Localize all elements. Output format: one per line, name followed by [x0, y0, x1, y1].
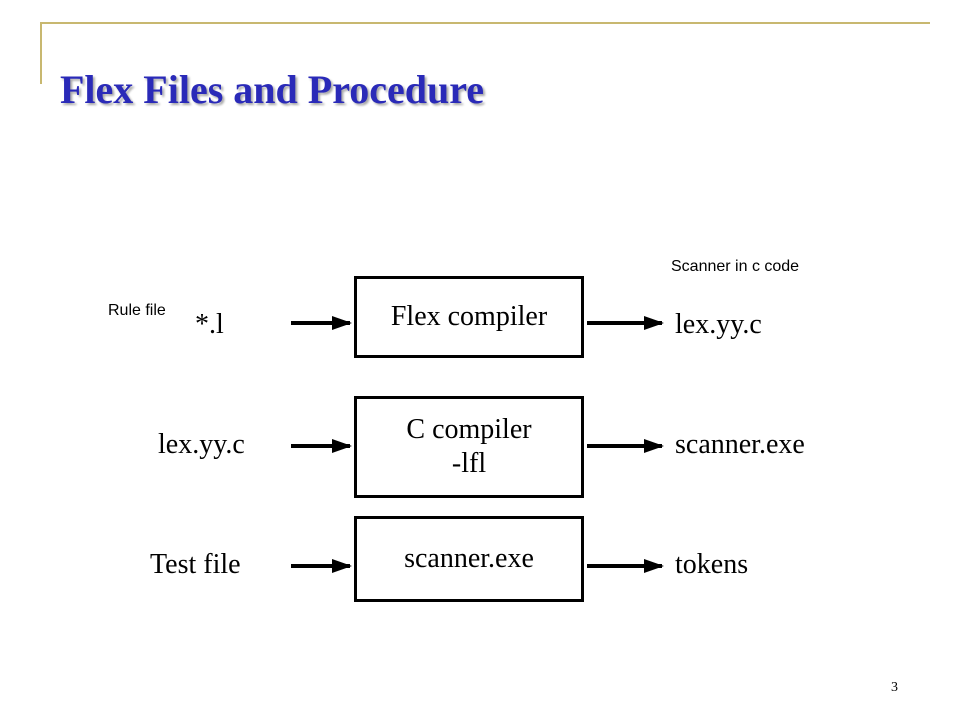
- c-compiler-label: C compiler: [406, 414, 532, 446]
- rule-file-note: Rule file: [108, 302, 166, 319]
- c-compiler-flag: -lfl: [451, 448, 487, 479]
- scanner-in-c-note: Scanner in c code: [671, 258, 800, 275]
- scanner-exe-box: scanner.exe: [354, 516, 584, 602]
- decor-left-line: [40, 22, 42, 84]
- c-compiler-box: C compiler -lfl: [354, 396, 584, 498]
- row3-input: Test file: [150, 549, 241, 580]
- row3-output: tokens: [675, 549, 749, 580]
- flex-compiler-label: Flex compiler: [390, 301, 548, 333]
- scanner-exe-label: scanner.exe: [404, 543, 534, 575]
- row2-output: scanner.exe: [675, 429, 805, 460]
- page-number: 3: [891, 680, 898, 695]
- slide-title: Flex Files and Procedure: [60, 67, 485, 112]
- flex-compiler-box: Flex compiler: [354, 276, 584, 358]
- decor-top-line: [40, 22, 930, 24]
- row1-input: *.l: [195, 309, 224, 340]
- row1-output: lex.yy.c: [675, 309, 762, 340]
- row2-input: lex.yy.c: [158, 429, 245, 460]
